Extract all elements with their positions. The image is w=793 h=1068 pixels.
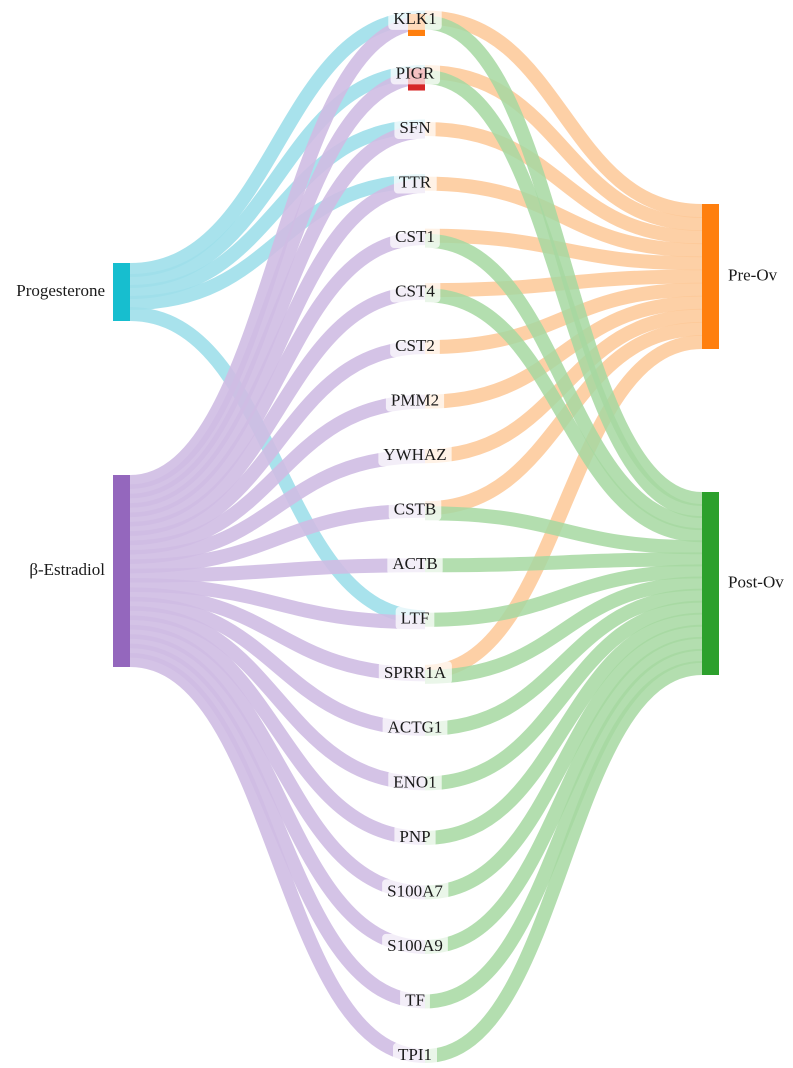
label-klk1-halo: [388, 6, 442, 30]
label-actb-halo: [387, 552, 443, 576]
label-cst2: CST2: [395, 336, 435, 355]
label-ywhaz-halo: [378, 443, 452, 467]
label-s100a9-halo: [382, 933, 448, 957]
label-cst1-halo: [390, 225, 440, 249]
link-beta-estradiol-s100a9: [129, 634, 426, 954]
label-sprr1a: SPRR1A: [384, 663, 447, 682]
label-sprr1a-halo: [378, 661, 452, 685]
link-progesterone-klk1: [129, 10, 426, 277]
label-actb: ACTB: [392, 554, 437, 573]
label-tpi1: TPI1: [398, 1045, 432, 1064]
link-pmm2-pre-ov: [424, 295, 703, 409]
label-eno1-halo: [388, 770, 442, 794]
label-cstb-halo: [388, 497, 442, 521]
label-pmm2-halo: [385, 388, 445, 412]
label-post-ov: Post-Ov: [728, 572, 784, 591]
node-pre-ov: [702, 204, 719, 349]
label-actg1-halo: [382, 715, 448, 739]
link-cstb-post-ov: [424, 506, 703, 555]
label-pigr-halo: [390, 61, 441, 85]
label-pigr: PIGR: [396, 63, 435, 82]
label-sfn: SFN: [399, 118, 430, 137]
link-beta-estradiol-tf: [129, 643, 426, 1009]
link-progesterone-sfn: [129, 119, 426, 299]
link-beta-estradiol-ywhaz: [129, 449, 426, 564]
link-beta-estradiol-sprr1a: [129, 587, 426, 682]
link-beta-estradiol-actg1: [129, 596, 426, 736]
link-sprr1a-pre-ov: [424, 335, 703, 679]
nodes: [113, 14, 719, 675]
link-cst4-post-ov: [424, 288, 703, 543]
link-tpi1-post-ov: [424, 661, 703, 1063]
label-progesterone: Progesterone: [16, 281, 105, 300]
label-ltf-halo: [395, 606, 435, 630]
label-pnp: PNP: [399, 827, 430, 846]
link-beta-estradiol-actb: [129, 558, 426, 583]
label-cst4-halo: [390, 279, 441, 303]
label-s100a9: S100A9: [387, 936, 443, 955]
label-cstb: CSTB: [394, 500, 437, 519]
link-progesterone-pigr: [129, 65, 426, 288]
label-cst4: CST4: [395, 282, 435, 301]
link-tf-post-ov: [424, 648, 703, 1009]
link-beta-estradiol-ltf: [129, 578, 426, 630]
label-s100a7: S100A7: [387, 881, 443, 900]
link-beta-estradiol-cst2: [129, 340, 426, 546]
link-beta-estradiol-klk1: [129, 15, 426, 489]
link-pigr-post-ov: [424, 70, 703, 519]
label-cst2-halo: [390, 334, 440, 358]
label-s100a7-halo: [382, 879, 449, 903]
link-klk1-pre-ov: [424, 10, 703, 218]
link-actb-post-ov: [424, 552, 703, 573]
link-pnp-post-ov: [424, 612, 703, 845]
label-eno1: ENO1: [393, 772, 436, 791]
link-ltf-post-ov: [424, 564, 703, 627]
label-ttr-halo: [393, 170, 437, 194]
label-ttr: TTR: [399, 172, 432, 191]
link-cst2-pre-ov: [424, 282, 703, 355]
label-pre-ov: Pre-Ov: [728, 265, 778, 284]
label-actg1: ACTG1: [388, 718, 443, 737]
label-klk1: KLK1: [393, 9, 436, 28]
link-s100a9-post-ov: [424, 636, 703, 954]
label-pnp-halo: [394, 824, 436, 848]
link-s100a7-post-ov: [424, 624, 703, 900]
node-beta-estradiol: [113, 475, 130, 667]
link-beta-estradiol-sfn: [129, 124, 426, 508]
label-ltf: LTF: [401, 609, 430, 628]
link-beta-estradiol-cst4: [129, 285, 426, 536]
link-beta-estradiol-pnp: [129, 615, 426, 845]
link-beta-estradiol-ttr: [129, 179, 426, 518]
node-post-ov: [702, 492, 719, 675]
link-sfn-pre-ov: [424, 122, 703, 245]
link-beta-estradiol-s100a7: [129, 624, 426, 900]
label-cst1: CST1: [395, 227, 435, 246]
target-links: [424, 10, 703, 1063]
label-pmm2: PMM2: [391, 391, 439, 410]
label-beta-estradiol: β-Estradiol: [29, 560, 105, 579]
link-actg1-post-ov: [424, 588, 703, 736]
link-beta-estradiol-eno1: [129, 606, 426, 791]
link-cst1-post-ov: [424, 233, 703, 531]
label-tf-halo: [400, 988, 430, 1012]
link-beta-estradiol-pigr: [129, 70, 426, 499]
link-pigr-pre-ov: [424, 65, 703, 232]
label-ywhaz: YWHAZ: [383, 445, 446, 464]
label-tf: TF: [405, 990, 425, 1009]
link-beta-estradiol-pmm2: [129, 394, 426, 555]
link-sprr1a-post-ov: [424, 576, 703, 684]
link-beta-estradiol-tpi1: [129, 653, 426, 1063]
link-beta-estradiol-cst1: [129, 231, 426, 527]
link-ttr-pre-ov: [424, 176, 703, 258]
label-tpi1-halo: [393, 1042, 437, 1066]
link-eno1-post-ov: [424, 600, 703, 791]
link-klk1-post-ov: [424, 15, 703, 506]
node-progesterone: [113, 263, 130, 321]
link-beta-estradiol-cstb: [129, 503, 426, 574]
source-links: [129, 10, 426, 1063]
label-sfn-halo: [394, 115, 436, 139]
